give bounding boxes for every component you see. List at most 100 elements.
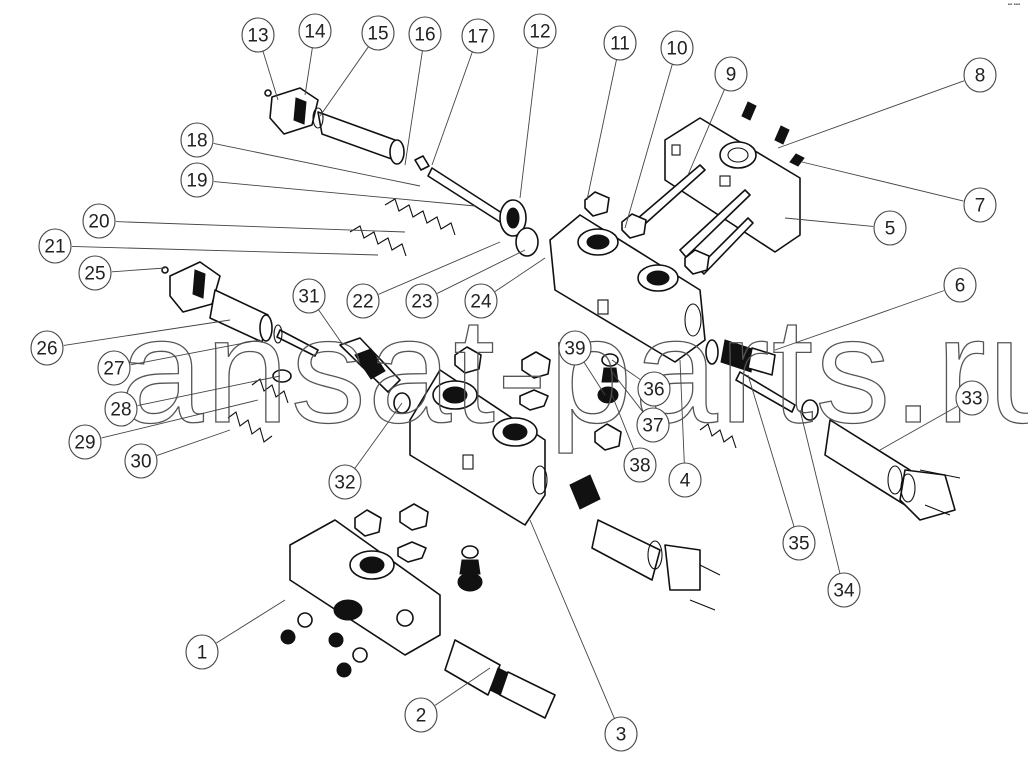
callout-circle <box>943 267 977 303</box>
leader-line <box>137 375 281 406</box>
callout-number: 10 <box>666 39 687 60</box>
leader-line <box>156 429 231 456</box>
callout-14: 14 <box>298 13 332 96</box>
part-left-cap-assembly <box>161 261 319 357</box>
callout-10: 10 <box>624 30 694 229</box>
callout-37: 37 <box>611 371 670 443</box>
callout-30: 30 <box>124 429 231 479</box>
leader-line <box>115 221 406 233</box>
callout-23: 23 <box>405 249 526 319</box>
leader-line <box>434 667 491 706</box>
callout-number: 29 <box>74 433 95 454</box>
callout-circle <box>298 13 332 49</box>
callout-39: 39 <box>558 330 606 396</box>
callout-34: 34 <box>799 409 861 608</box>
parts-drawing <box>161 87 961 719</box>
callout-number: 30 <box>130 452 151 473</box>
callout-number: 15 <box>367 24 388 45</box>
callout-circle <box>292 278 326 314</box>
leader-line <box>529 519 615 719</box>
callout-number: 27 <box>103 359 124 380</box>
callout-number: 25 <box>84 264 105 285</box>
callout-27: 27 <box>97 339 261 386</box>
callout-circle <box>523 13 557 49</box>
callout-2: 2 <box>404 667 491 733</box>
callout-number: 3 <box>616 725 627 746</box>
leader-line <box>354 402 403 469</box>
callout-20: 20 <box>82 203 406 239</box>
callout-circle <box>714 56 748 92</box>
leader-line <box>101 399 259 439</box>
callout-circle <box>782 525 816 561</box>
leader-line <box>319 46 369 117</box>
callout-circle <box>963 187 997 223</box>
callout-number: 12 <box>529 22 550 43</box>
callout-number: 2 <box>416 706 427 727</box>
callout-5: 5 <box>784 210 907 246</box>
callout-circle <box>603 25 637 61</box>
callout-number: 23 <box>411 292 432 313</box>
part-check-valve <box>597 353 619 404</box>
callout-12: 12 <box>519 13 557 199</box>
leader-line <box>586 59 617 201</box>
callout-17: 17 <box>431 18 495 166</box>
callout-number: 19 <box>186 171 207 192</box>
leader-line <box>304 47 313 96</box>
callout-36: 36 <box>611 359 671 407</box>
callout-circle <box>97 350 131 386</box>
part-middle-valve-body <box>409 369 548 526</box>
part-lower-cap <box>569 474 721 611</box>
part-springs-upper <box>349 198 456 257</box>
leader-line <box>71 246 379 256</box>
leader-line <box>404 50 423 166</box>
callout-circle <box>104 391 138 427</box>
leader-line <box>687 89 725 176</box>
callout-circle <box>241 17 275 53</box>
callout-circle <box>873 210 907 246</box>
callout-4: 4 <box>668 359 702 498</box>
callout-number: 28 <box>110 400 131 421</box>
callout-32: 32 <box>328 402 403 500</box>
callout-circle <box>408 16 442 52</box>
leader-line <box>494 257 546 292</box>
callout-35: 35 <box>747 374 816 561</box>
callout-circle <box>668 462 702 498</box>
callout-circle <box>405 283 439 319</box>
part-inlet-body <box>289 519 441 656</box>
callout-circle <box>604 716 638 752</box>
callout-number: 26 <box>36 339 57 360</box>
callout-number: 5 <box>885 219 896 240</box>
callout-31: 31 <box>292 278 344 346</box>
callout-21: 21 <box>38 228 379 264</box>
callout-number: 8 <box>975 66 986 87</box>
leader-line <box>624 64 673 229</box>
callout-circle <box>636 407 670 443</box>
leader-line <box>799 409 841 574</box>
callout-number: 6 <box>955 276 966 297</box>
callout-circle <box>30 330 64 366</box>
callout-38: 38 <box>611 394 657 483</box>
corner-mark: ▪▪ ▪▪▪ <box>1007 2 1020 8</box>
leader-line <box>611 394 635 450</box>
leader-line <box>774 290 945 351</box>
callout-number: 35 <box>788 534 809 555</box>
callout-number: 17 <box>467 27 488 48</box>
leader-line <box>611 371 643 412</box>
leader-line <box>879 405 958 451</box>
leader-line <box>679 359 685 464</box>
callout-circle <box>180 122 214 158</box>
part-end-cover <box>664 101 805 253</box>
callout-circle <box>637 371 671 407</box>
callout-circle <box>346 283 380 319</box>
leader-line <box>378 241 501 295</box>
callout-number: 24 <box>470 292 492 313</box>
callout-number: 20 <box>88 212 109 233</box>
leader-line <box>262 51 279 101</box>
callout-number: 1 <box>197 643 208 664</box>
callout-number: 9 <box>726 65 737 86</box>
callout-13: 13 <box>241 17 279 101</box>
callout-circle <box>404 697 438 733</box>
callout-number: 39 <box>564 339 585 360</box>
callout-circle <box>124 443 158 479</box>
callout-3: 3 <box>529 519 638 752</box>
